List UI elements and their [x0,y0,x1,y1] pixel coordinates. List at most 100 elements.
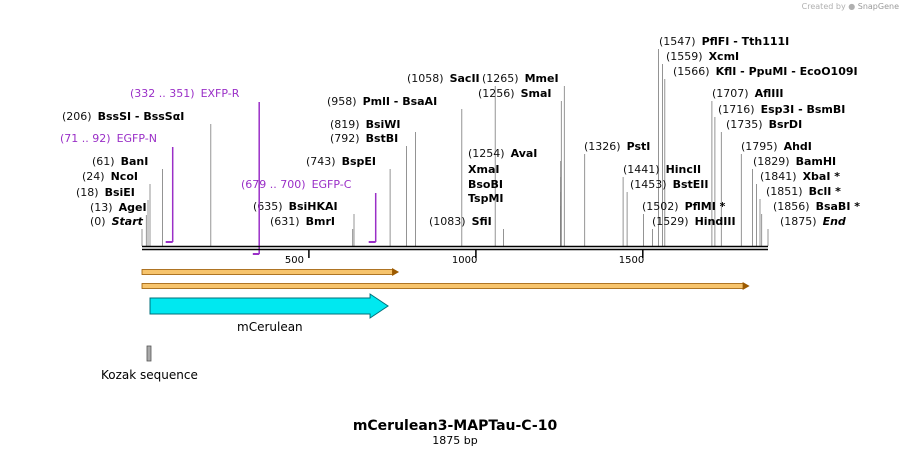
site-coord: (1875) [780,215,817,228]
site-label: (0) Start [90,215,144,228]
site-name: HindIII [695,215,736,228]
snapgene-credit: Created by ● SnapGene [802,2,899,11]
site-coord: (1547) [659,35,696,48]
site-name: BspEI [342,155,376,168]
site-coord: (1566) [673,65,710,78]
site-name: Esp3I - BsmBI [761,103,846,116]
site-coord: (1559) [666,50,703,63]
feature-arrow-mcerulean [149,293,389,319]
site-label: (18) BsiEI [76,186,135,199]
site-name: BsiEI [105,186,135,199]
site-name: BsoBI [468,178,503,191]
site-label: (1795) AhdI [741,140,812,153]
site-label: (743) BspEI [306,155,376,168]
site-coord: (743) [306,155,336,168]
site-coord: (1856) [773,200,810,213]
site-label: (1265) MmeI [482,72,559,85]
site-name: AvaI [511,147,538,160]
site-coord: (1851) [766,185,803,198]
site-coord: (819) [330,118,360,131]
site-coord: (1058) [407,72,444,85]
site-name: MmeI [525,72,559,85]
map-length: 1875 bp [432,434,477,447]
site-coord: (1795) [741,140,778,153]
feature-box-kozak [146,345,152,362]
site-label: (1841) XbaI * [760,170,840,183]
site-name: BamHI [796,155,837,168]
site-label: (958)PmlI - BsaAI [327,95,437,108]
site-label: (206)BssSI - BssSαI [62,110,184,123]
site-coord: (61) [92,155,115,168]
site-name: XbaI * [803,170,841,183]
site-label: (1735) BsrDI [726,118,802,131]
site-name: BclI * [809,185,842,198]
site-coord: (1841) [760,170,797,183]
site-coord: (631) [270,215,300,228]
site-name: BssSI - BssSαI [98,110,185,123]
primer-label: (332 .. 351) EXFP-R [130,87,240,100]
primer-range: (332 .. 351) [130,87,195,100]
primer-label: (679 .. 700)EGFP-C [241,178,352,191]
site-name: SfiI [472,215,492,228]
site-label: (635)BsiHKAI [253,200,338,213]
site-name: AhdI [784,140,812,153]
site-coord: (1326) [584,140,621,153]
site-coord: (1254) [468,147,505,160]
site-name: End [823,215,846,228]
ruler-label: 1500 [619,255,644,266]
site-name: SacII [450,72,480,85]
site-coord: (1083) [429,215,466,228]
site-label: (792)BstBI [330,132,398,145]
site-label: (1829) BamHI [753,155,836,168]
site-label: (1502)PflMI * [642,200,726,213]
site-name: PstI [627,140,651,153]
site-coord: (1441) [623,163,660,176]
site-label: (631)BmrI [270,215,335,228]
site-name: XcmI [709,50,740,63]
feature-label-kozak: Kozak sequence [101,368,198,382]
site-name: BsrDI [769,118,803,131]
primer-name: EXFP-R [201,87,240,100]
site-label: (1441) HincII [623,163,701,176]
site-coord: (792) [330,132,360,145]
site-coord: (635) [253,200,283,213]
orf-arrowhead [742,282,750,290]
site-label: (1529)HindIII [652,215,736,228]
site-label: (1716)Esp3I - BsmBI [718,103,845,116]
feature-label-mcerulean: mCerulean [237,320,303,334]
site-label: (1566) KflI - PpuMI - EcoO109I [673,65,858,78]
site-name: BanI [121,155,149,168]
site-coord: (1735) [726,118,763,131]
orf-bar [141,269,394,275]
site-name: HincII [666,163,702,176]
orf-bar [141,283,744,289]
orf-arrowhead [392,268,400,276]
site-coord: (1265) [482,72,519,85]
site-coord: (1829) [753,155,790,168]
credit-brand: SnapGene [857,2,899,11]
site-name: XmaI [468,163,499,176]
ruler-label: 1000 [452,255,477,266]
site-name: KflI - PpuMI - EcoO109I [716,65,858,78]
snapgene-logo-icon: ● [848,2,856,11]
site-label: (1875) End [780,215,846,228]
site-label: (1326) PstI [584,140,650,153]
site-name: PflFI - Tth111I [702,35,790,48]
ruler-label: 500 [285,255,304,266]
site-name: AgeI [119,201,147,214]
site-coord: (1256) [478,87,515,100]
site-name: BsiWI [366,118,401,131]
site-label: (61) BanI [92,155,148,168]
site-coord: (958) [327,95,357,108]
site-name: Start [112,215,144,228]
site-coord: (24) [82,170,105,183]
site-label: (1254) AvaI [468,147,537,160]
site-label: (819) BsiWI [330,118,401,131]
site-label: (1707)AflIII [712,87,784,100]
site-coord: (0) [90,215,106,228]
site-coord: (1502) [642,200,679,213]
site-label: (24)NcoI [82,170,138,183]
primer-name: EGFP-C [312,178,352,191]
site-coord: (18) [76,186,99,199]
